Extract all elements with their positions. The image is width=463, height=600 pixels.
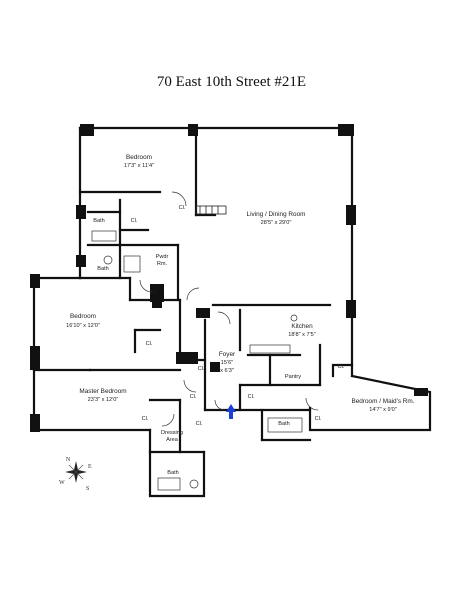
bedroom1-dims: 17'3" x 11'4" xyxy=(124,163,154,169)
entry-arrow-icon xyxy=(226,404,236,419)
bath-label-1: Bath xyxy=(93,218,105,224)
closet-label-1: Cl. xyxy=(131,218,138,224)
floorplan-title: 70 East 10th Street #21E xyxy=(156,74,307,90)
wall-columns xyxy=(30,124,428,432)
closet-label-10: Cl. xyxy=(338,364,345,370)
bath-label-2: Bath xyxy=(97,266,109,272)
closet-label-3: Cl. xyxy=(151,290,158,296)
dressing-name-1: Dressing xyxy=(161,430,183,436)
foyer-dims1: 15'6" xyxy=(221,360,233,366)
powder-label-2: Rm. xyxy=(157,261,168,267)
bedroom2-name: Bedroom xyxy=(70,313,96,320)
compass-rose-icon xyxy=(65,461,87,483)
closet-label-12: Cl. xyxy=(248,394,255,400)
kitchen-name: Kitchen xyxy=(291,323,313,330)
kitchen-dims: 18'8" x 7'5" xyxy=(288,332,316,338)
compass-n: N xyxy=(66,457,71,463)
foyer-dims2: x 6'3" xyxy=(220,368,234,374)
dressing-name-2: Area xyxy=(166,437,179,443)
closet-label-7: Cl. xyxy=(190,394,197,400)
walls xyxy=(32,126,432,498)
powder-label-1: Pwdr xyxy=(156,254,169,260)
door-swings xyxy=(139,191,319,427)
bedroom2-dims: 16'10" x 12'0" xyxy=(66,323,100,329)
compass-s: S xyxy=(86,486,89,492)
bath-label-3: Bath xyxy=(278,421,290,427)
fixtures xyxy=(91,230,303,491)
maids-name: Bedroom / Maid's Rm. xyxy=(351,398,414,405)
compass-e: E xyxy=(88,464,92,470)
closet-label-4: Cl. xyxy=(146,341,153,347)
closet-label-9: Cl. xyxy=(196,421,203,427)
master-dims: 23'3" x 12'0" xyxy=(88,397,119,403)
closet-label-2: Cl. xyxy=(179,205,186,211)
foyer-name: Foyer xyxy=(219,351,236,358)
window-detail xyxy=(195,205,227,215)
maids-dims: 14'7" x 9'0" xyxy=(369,407,397,413)
closet-label-5: Cl. xyxy=(196,314,203,320)
compass-w: W xyxy=(59,480,65,486)
closet-label-6: Cl. xyxy=(198,366,205,372)
bath-label-4: Bath xyxy=(167,470,179,476)
pantry-name: Pantry xyxy=(285,374,301,380)
bedroom1-name: Bedroom xyxy=(126,154,152,161)
master-name: Master Bedroom xyxy=(79,388,126,395)
living-name: Living / Dining Room xyxy=(247,211,306,218)
closet-label-8: Cl. xyxy=(142,416,149,422)
living-dims: 28'5" x 29'0" xyxy=(261,220,292,226)
closet-label-11: Cl. xyxy=(315,416,322,422)
